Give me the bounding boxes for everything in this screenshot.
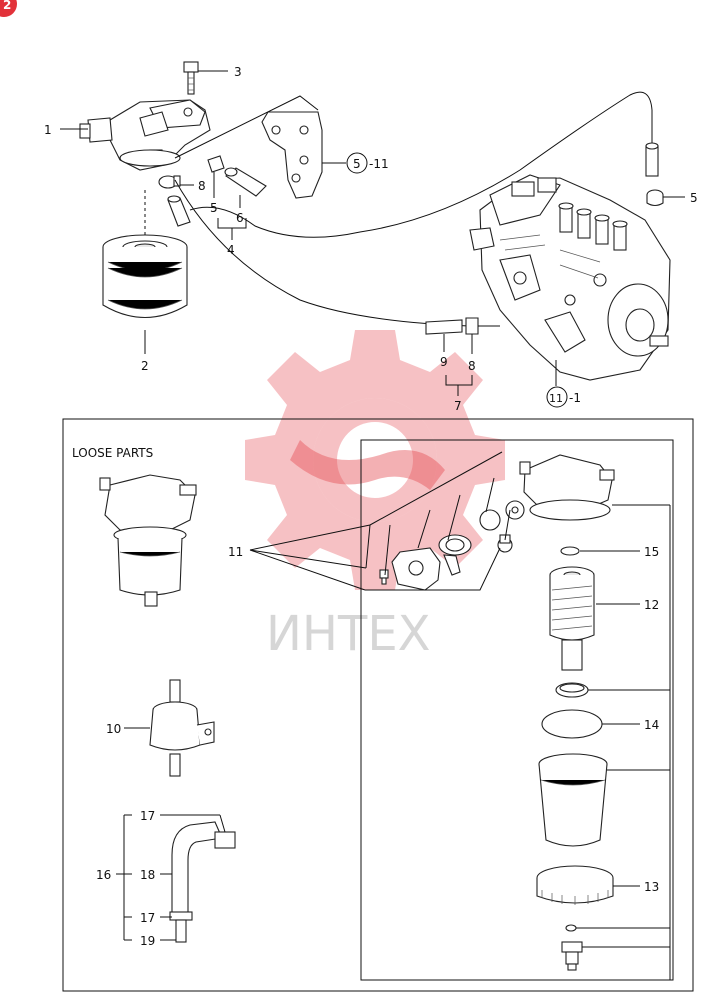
retainer-part (438, 534, 472, 576)
page-badge-circle (0, 0, 17, 17)
callout-5-mid: 5 (210, 201, 218, 215)
clip-part-8-bottom (465, 317, 479, 335)
circled-ref-11-number: 11 (549, 392, 563, 405)
callout-8-top: 8 (198, 179, 206, 193)
injection-pump (469, 174, 671, 381)
bracket-part (261, 111, 323, 199)
exploded-view-frame (360, 439, 674, 981)
filter-element-part-12 (549, 566, 595, 671)
callout-9: 9 (440, 355, 448, 369)
oring-part-small (479, 509, 501, 531)
oring-part-15 (560, 546, 580, 556)
hose-part-6 (224, 167, 267, 197)
callout-10: 10 (106, 722, 121, 736)
filter-bowl-part (538, 753, 608, 847)
callout-12: 12 (644, 598, 659, 612)
circled-ref-5 (346, 152, 368, 174)
fuel-pump-part-10 (149, 679, 215, 777)
seal-part-14 (541, 709, 603, 739)
callout-11: 11 (228, 545, 243, 559)
callout-5-right: 5 (690, 191, 698, 205)
callout-8-bottom: 8 (468, 359, 476, 373)
callout-6: 6 (236, 211, 244, 225)
page-badge: 2 (0, 0, 17, 17)
circled-ref-11 (546, 386, 568, 408)
screw-small-part (379, 569, 389, 585)
filter-head-part (79, 99, 211, 171)
hose-short-part (167, 195, 191, 227)
callout-13: 13 (644, 880, 659, 894)
hose-part-9 (425, 319, 463, 335)
ring-nut-part-13 (536, 865, 614, 905)
hose-assembly-part-16 (169, 821, 236, 943)
callout-7: 7 (454, 399, 462, 413)
callout-17-top: 17 (140, 809, 155, 823)
watermark: ИНТЕХ (245, 330, 505, 662)
loose-parts-frame (62, 418, 694, 992)
loose-parts-label: LOOSE PARTS (72, 446, 153, 460)
hose-clip-top (158, 175, 181, 189)
callout-2: 2 (141, 359, 149, 373)
tube-part-right (645, 142, 659, 177)
watermark-gear-icon (245, 330, 505, 590)
fuel-line-lower (174, 179, 471, 327)
cap-part-right (646, 189, 664, 207)
fuel-line-upper (189, 91, 653, 238)
filter-cartridge-part (102, 234, 188, 319)
callout-18: 18 (140, 868, 155, 882)
watermark-brand-text: ИНТЕХ (266, 606, 431, 662)
callout-17-bottom: 17 (140, 911, 155, 925)
drain-oring (565, 924, 577, 932)
circled-ref-5-suffix: -11 (369, 157, 389, 171)
callout-4: 4 (227, 243, 235, 257)
page-badge-number: 2 (3, 0, 11, 12)
callout-3: 3 (234, 65, 242, 79)
washer-part (505, 500, 525, 520)
circled-ref-5-number: 5 (353, 157, 361, 171)
callout-1: 1 (44, 123, 52, 137)
gasket-plate-part (391, 547, 441, 591)
filter-assembly-part (99, 474, 197, 607)
callout-16: 16 (96, 868, 111, 882)
callout-19: 19 (140, 934, 155, 948)
callout-15: 15 (644, 545, 659, 559)
exploded-filter-head (519, 454, 615, 521)
clip-part-5 (207, 155, 225, 173)
bolt-part (183, 61, 199, 95)
retaining-ring-part (555, 682, 589, 698)
circled-ref-11-suffix: -1 (569, 391, 581, 405)
drain-plug-part (561, 941, 583, 971)
callout-14: 14 (644, 718, 659, 732)
